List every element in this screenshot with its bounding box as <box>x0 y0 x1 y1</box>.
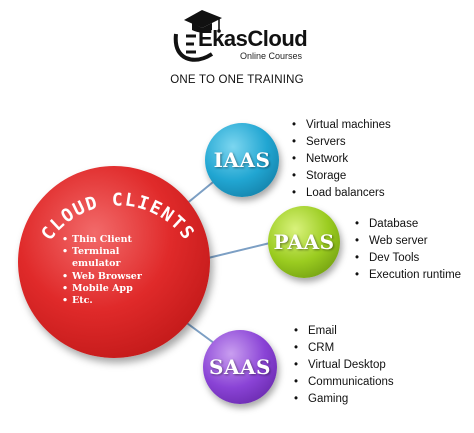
saas-circle: SAAS <box>203 330 277 404</box>
cloud-clients-list: Thin Client Terminal emulator Web Browse… <box>62 234 142 307</box>
list-item: Servers <box>292 134 391 151</box>
list-item: Load balancers <box>292 185 391 202</box>
saas-features: Email CRM Virtual Desktop Communications… <box>294 323 394 408</box>
connector-paas <box>207 242 271 259</box>
list-item: Etc. <box>62 295 142 307</box>
paas-circle: PAAS <box>268 206 340 278</box>
ekascloud-logo: EkasCloud Online Courses <box>172 6 312 72</box>
list-item: Gaming <box>294 391 394 408</box>
list-item: CRM <box>294 340 394 357</box>
list-item: Web Browser <box>62 271 142 283</box>
graduation-cap-icon <box>173 10 222 62</box>
list-item: Email <box>294 323 394 340</box>
paas-label: PAAS <box>273 230 335 254</box>
list-item: Mobile App <box>62 283 142 295</box>
list-item: Virtual machines <box>292 117 391 134</box>
list-item: Communications <box>294 374 394 391</box>
list-item: Web server <box>355 233 461 250</box>
iaas-label: IAAS <box>213 148 271 172</box>
list-item: Storage <box>292 168 391 185</box>
iaas-features: Virtual machines Servers Network Storage… <box>292 117 391 202</box>
list-item: Virtual Desktop <box>294 357 394 374</box>
list-item: Network <box>292 151 391 168</box>
logo-wordmark: EkasCloud <box>198 26 308 51</box>
list-item: emulator <box>72 258 121 270</box>
list-item: Dev Tools <box>355 250 461 267</box>
cloud-clients-circle <box>18 166 210 358</box>
list-item: Execution runtime <box>355 267 461 284</box>
list-item: Database <box>355 216 461 233</box>
saas-label: SAAS <box>209 355 271 379</box>
list-item: Thin Client <box>62 234 142 246</box>
iaas-circle: IAAS <box>205 123 279 197</box>
paas-features: Database Web server Dev Tools Execution … <box>355 216 461 284</box>
tagline: ONE TO ONE TRAINING <box>170 74 304 86</box>
list-item: Terminal <box>62 246 142 258</box>
logo-subtitle: Online Courses <box>240 51 303 61</box>
